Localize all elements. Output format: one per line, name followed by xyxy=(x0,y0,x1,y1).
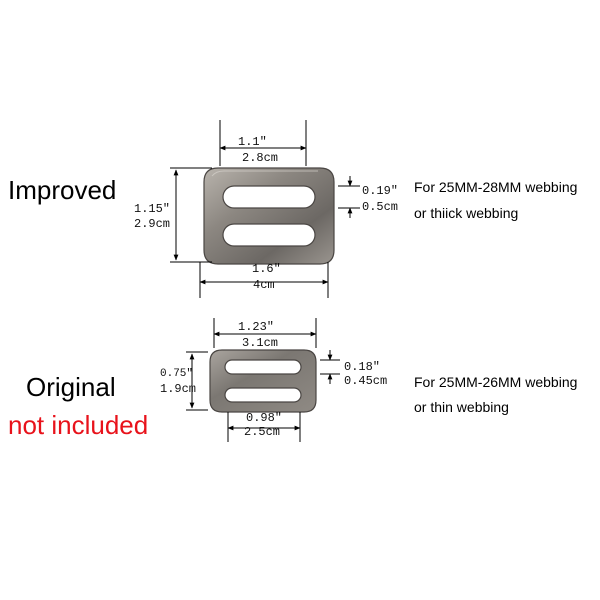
improved-note-line1: For 25MM-28MM webbing xyxy=(414,179,578,195)
improved-slot-in: 0.19″ xyxy=(362,184,399,198)
improved-note-line2: or thiick webbing xyxy=(414,205,519,221)
improved-dimension-lines xyxy=(170,120,360,298)
improved-buckle xyxy=(203,167,335,265)
improved-height-in: 1.15″ xyxy=(134,202,171,216)
original-dimension-lines xyxy=(186,318,340,442)
original-bottom-cm: 2.5cm xyxy=(244,425,281,439)
original-bottom-in: 0.98″ xyxy=(246,411,283,425)
original-height-cm: 1.9cm xyxy=(160,382,197,396)
original-not-included: not included xyxy=(8,410,149,440)
original-slot-in: 0.18″ xyxy=(344,360,381,374)
original-note-line1: For 25MM-26MM webbing xyxy=(414,374,578,390)
improved-width-in: 1.1″ xyxy=(238,135,267,149)
improved-height-cm: 2.9cm xyxy=(134,217,171,231)
original-note-line2: or thin webbing xyxy=(414,399,509,415)
original-heading: Original xyxy=(26,372,116,402)
improved-heading: Improved xyxy=(8,175,117,205)
improved-slot-cm: 0.5cm xyxy=(362,200,399,214)
original-slot-cm: 0.45cm xyxy=(344,374,388,388)
improved-width-cm: 2.8cm xyxy=(242,151,279,165)
original-width-cm: 3.1cm xyxy=(242,336,279,350)
improved-bottom-in: 1.6″ xyxy=(252,262,281,276)
original-width-in: 1.23″ xyxy=(238,320,275,334)
original-height-in: 0.75″ xyxy=(160,368,194,380)
original-buckle xyxy=(209,349,317,413)
improved-bottom-cm: 4cm xyxy=(253,278,275,292)
